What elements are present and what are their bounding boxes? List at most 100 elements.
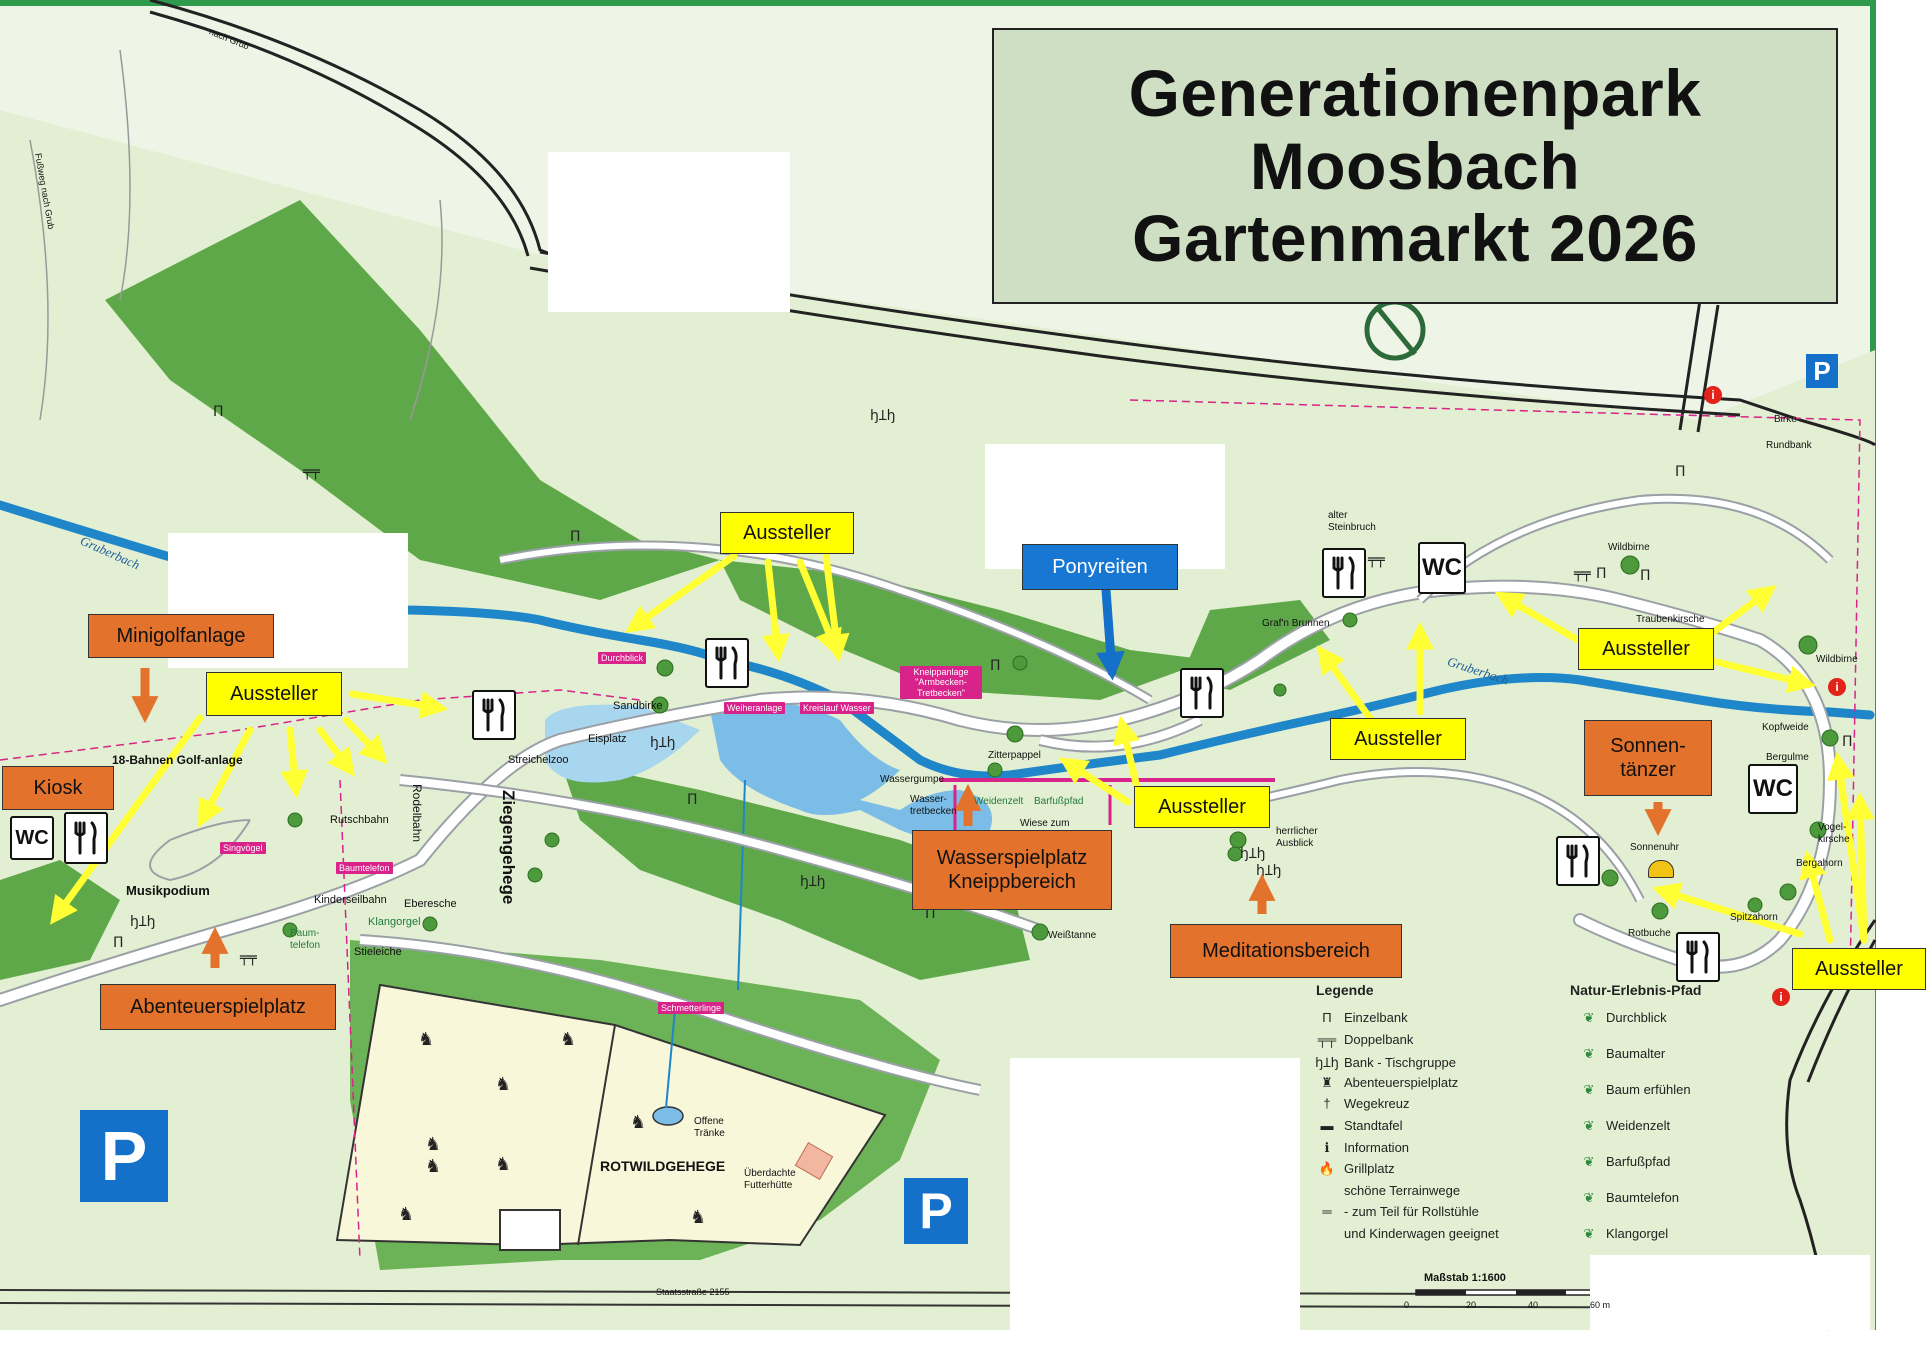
legend-label: Bank - Tischgruppe: [1344, 1055, 1457, 1071]
stream-spur-2: [665, 1009, 676, 1109]
svg-text:ꜧꞱꜧ: ꜧꞱꜧ: [870, 408, 896, 424]
svg-text:ꜧꞱꜧ: ꜧꞱꜧ: [650, 735, 676, 751]
svg-text:Π: Π: [1640, 568, 1651, 584]
legend-symbol-icon: ╤╤: [1317, 1031, 1337, 1047]
fork-knife-icon: [1676, 932, 1720, 982]
legend-symbol-icon: ▬: [1320, 1118, 1334, 1133]
svg-text:ꜧꞱꜧ: ꜧꞱꜧ: [130, 914, 156, 930]
road-east-stub-2: [1696, 304, 1720, 433]
callout-kiosk: Kiosk: [2, 766, 114, 810]
fussweg-grub: [29, 139, 49, 421]
info-icon: i: [1772, 988, 1790, 1006]
road-east-stub: [1678, 299, 1702, 431]
boundary-2: [339, 779, 361, 1261]
label-wassertretbecken: Wasser-tretbecken: [910, 794, 957, 817]
svg-text:♞: ♞: [425, 1134, 441, 1154]
tag-singvoegel: Singvögel: [220, 842, 266, 855]
callout-minigolf: Minigolfanlage: [88, 614, 274, 658]
label-sonnenuhr: Sonnenuhr: [1630, 842, 1679, 853]
label-spitzahorn: Spitzahorn: [1730, 912, 1778, 923]
svg-text:♞: ♞: [630, 1112, 646, 1132]
legend-label: Wegekreuz: [1344, 1096, 1410, 1112]
trail-label: Baumtelefon: [1606, 1190, 1679, 1205]
label-traubenkirsche: Traubenkirsche: [1636, 614, 1705, 625]
legend-symbol-icon: †: [1323, 1096, 1331, 1112]
forest-center-south: [560, 760, 1030, 980]
svg-text:╤╤: ╤╤: [239, 950, 257, 966]
label-weidenzelt: Weidenzelt: [974, 796, 1024, 807]
legend-item: ═- zum Teil für Rollstühle: [1310, 1204, 1478, 1220]
aussteller-arrows: [50, 552, 1875, 944]
leaf-icon: ❦: [1583, 1226, 1595, 1241]
scale-tick: 20: [1466, 1300, 1477, 1310]
title-line-3: Gartenmarkt 2026: [1132, 201, 1698, 276]
scale-tick: 0: [1404, 1300, 1410, 1310]
svg-text:╤╤: ╤╤: [302, 464, 320, 480]
label-rodelbahn: Rodelbahn: [410, 784, 424, 843]
label-grafn-brunnen: Graf'n Brunnen: [1262, 618, 1330, 629]
trail-item: ❦Barfußpfad: [1572, 1154, 1671, 1170]
tag-baumtelefon: Baumtelefon: [336, 862, 393, 875]
svg-text:╤╤: ╤╤: [1573, 566, 1591, 582]
fork-knife-icon: [472, 690, 516, 740]
tag-kreislauf: Kreislauf Wasser: [800, 702, 874, 715]
blank-patch-1: [548, 152, 790, 312]
fork-knife-icon: [1322, 548, 1366, 598]
tag-durchblick: Durchblick: [598, 652, 647, 665]
parking-sign-ne: P: [1806, 354, 1838, 388]
staatsstrasse-2: [0, 1302, 1871, 1309]
svg-text:Π: Π: [1675, 464, 1686, 480]
legend-label: Abenteuerspielplatz: [1344, 1074, 1459, 1090]
legend-symbol-icon: ═: [1322, 1204, 1332, 1220]
tag-schmetterlinge: Schmetterlinge: [658, 1002, 725, 1015]
wc-icon: WC: [1418, 542, 1466, 594]
nature-trail-list: ❦Durchblick❦Baumalter❦Baum erfühlen❦Weid…: [1572, 1010, 1822, 1250]
callout-aussteller: Aussteller: [1792, 948, 1926, 990]
wc-icon: WC: [1748, 764, 1798, 814]
title-line-2: Moosbach: [1249, 128, 1581, 203]
tag-kneipp: Kneippanlage "Armbecken-Tretbecken": [900, 666, 982, 700]
legend-item: 🔥Grillplatz: [1310, 1161, 1395, 1177]
callout-aussteller: Aussteller: [1330, 718, 1466, 760]
svg-text:ꜧꞱꜧ: ꜧꞱꜧ: [800, 874, 826, 890]
label-offene-traenke: Offene Tränke: [694, 1116, 725, 1139]
trail-item: ❦Weidenzelt: [1572, 1118, 1671, 1134]
legend-item: † Wegekreuz: [1310, 1096, 1410, 1112]
callout-meditation: Meditationsbereich: [1170, 924, 1402, 978]
trail-item: ❦Baum erfühlen: [1572, 1082, 1691, 1098]
enclosure-divider: [577, 1024, 616, 1246]
stream-spur: [737, 779, 746, 991]
trail-label: Klangorgel: [1606, 1226, 1669, 1241]
label-ziegengehege: Ziegengehege: [499, 790, 518, 905]
legend-item: schöne Terrainwege: [1310, 1183, 1460, 1198]
label-alter-steinbruch: alter Steinbruch: [1328, 510, 1376, 533]
label-baumtelefon: Baum-telefon: [290, 928, 321, 951]
label-streichelzoo: Streichelzoo: [508, 754, 569, 766]
legend-item: ♜Abenteuerspielplatz: [1310, 1075, 1458, 1091]
orange-arrows: [131, 668, 1672, 968]
rotwild-enclosure: [335, 983, 887, 1247]
svg-text:Π: Π: [687, 792, 698, 808]
label-futterhuette: Überdachte Futterhütte: [744, 1168, 796, 1191]
label-herrlicher-ausblick: herrlicher Ausblick: [1276, 826, 1318, 849]
info-icon: i: [1704, 386, 1722, 404]
trees: [282, 555, 1839, 941]
scale-bar: [1415, 1289, 1617, 1296]
road-nach-grub-2: [149, 10, 530, 257]
legend-title: Legende: [1316, 982, 1374, 998]
svg-text:Π: Π: [213, 404, 224, 420]
label-vogelkirsche: Vogel-kirsche: [1818, 822, 1850, 845]
svg-text:♞: ♞: [495, 1074, 511, 1094]
wc-icon: WC: [10, 816, 54, 860]
svg-text:♞: ♞: [495, 1154, 511, 1174]
callout-abenteuer: Abenteuerspielplatz: [100, 984, 336, 1030]
trail-label: Barfußpfad: [1606, 1154, 1671, 1169]
sonnenuhr-icon: [1648, 860, 1674, 878]
label-eberesche: Eberesche: [404, 898, 457, 910]
svg-text:╤╤: ╤╤: [1367, 552, 1385, 568]
field-track: [119, 49, 131, 301]
